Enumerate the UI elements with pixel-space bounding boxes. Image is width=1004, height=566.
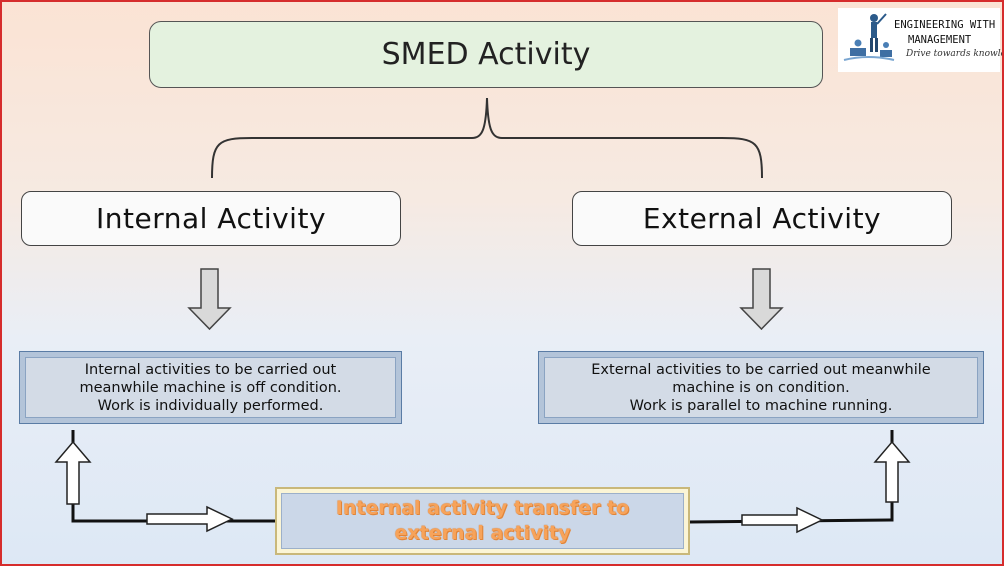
transfer-box: Internal activity transfer to external a… [275, 487, 690, 555]
transfer-label-line: external activity [394, 522, 571, 544]
internal-description-box: Internal activities to be carried out me… [19, 351, 402, 424]
right-connector-line [689, 430, 894, 524]
logo-tagline: Drive towards knowledge [906, 49, 1002, 59]
logo-text-line1: ENGINEERING WITH [894, 19, 996, 31]
internal-description-line: Internal activities to be carried out [84, 361, 337, 378]
brand-logo: ENGINEERING WITH MANAGEMENT Drive toward… [838, 8, 1002, 72]
transfer-label-panel: Internal activity transfer to external a… [281, 493, 684, 549]
smed-activity-title: SMED Activity [381, 37, 591, 72]
internal-description-line: meanwhile machine is off condition. [79, 379, 342, 396]
right-arrow-right [741, 506, 824, 534]
up-arrow-right [873, 440, 911, 503]
engineers-illustration-icon [843, 13, 895, 61]
brace-connector [211, 97, 763, 179]
external-description-box: External activities to be carried out me… [538, 351, 984, 424]
external-description-line: machine is on condition. [672, 379, 850, 396]
internal-activity-label: Internal Activity [95, 202, 327, 235]
down-arrow-external [739, 268, 784, 331]
transfer-label-line: Internal activity transfer to [335, 497, 630, 519]
left-connector-line [71, 430, 275, 523]
internal-description-line: Work is individually performed. [97, 397, 324, 414]
internal-activity-box: Internal Activity [21, 191, 401, 246]
logo-text-line2: MANAGEMENT [908, 34, 972, 46]
external-description-line: Work is parallel to machine running. [629, 397, 893, 414]
smed-activity-box: SMED Activity [149, 21, 823, 88]
down-arrow-internal [187, 268, 232, 331]
external-activity-box: External Activity [572, 191, 952, 246]
right-arrow-left [146, 505, 234, 533]
up-arrow-left [54, 440, 92, 505]
external-activity-label: External Activity [642, 202, 882, 235]
external-description-line: External activities to be carried out me… [591, 361, 931, 378]
